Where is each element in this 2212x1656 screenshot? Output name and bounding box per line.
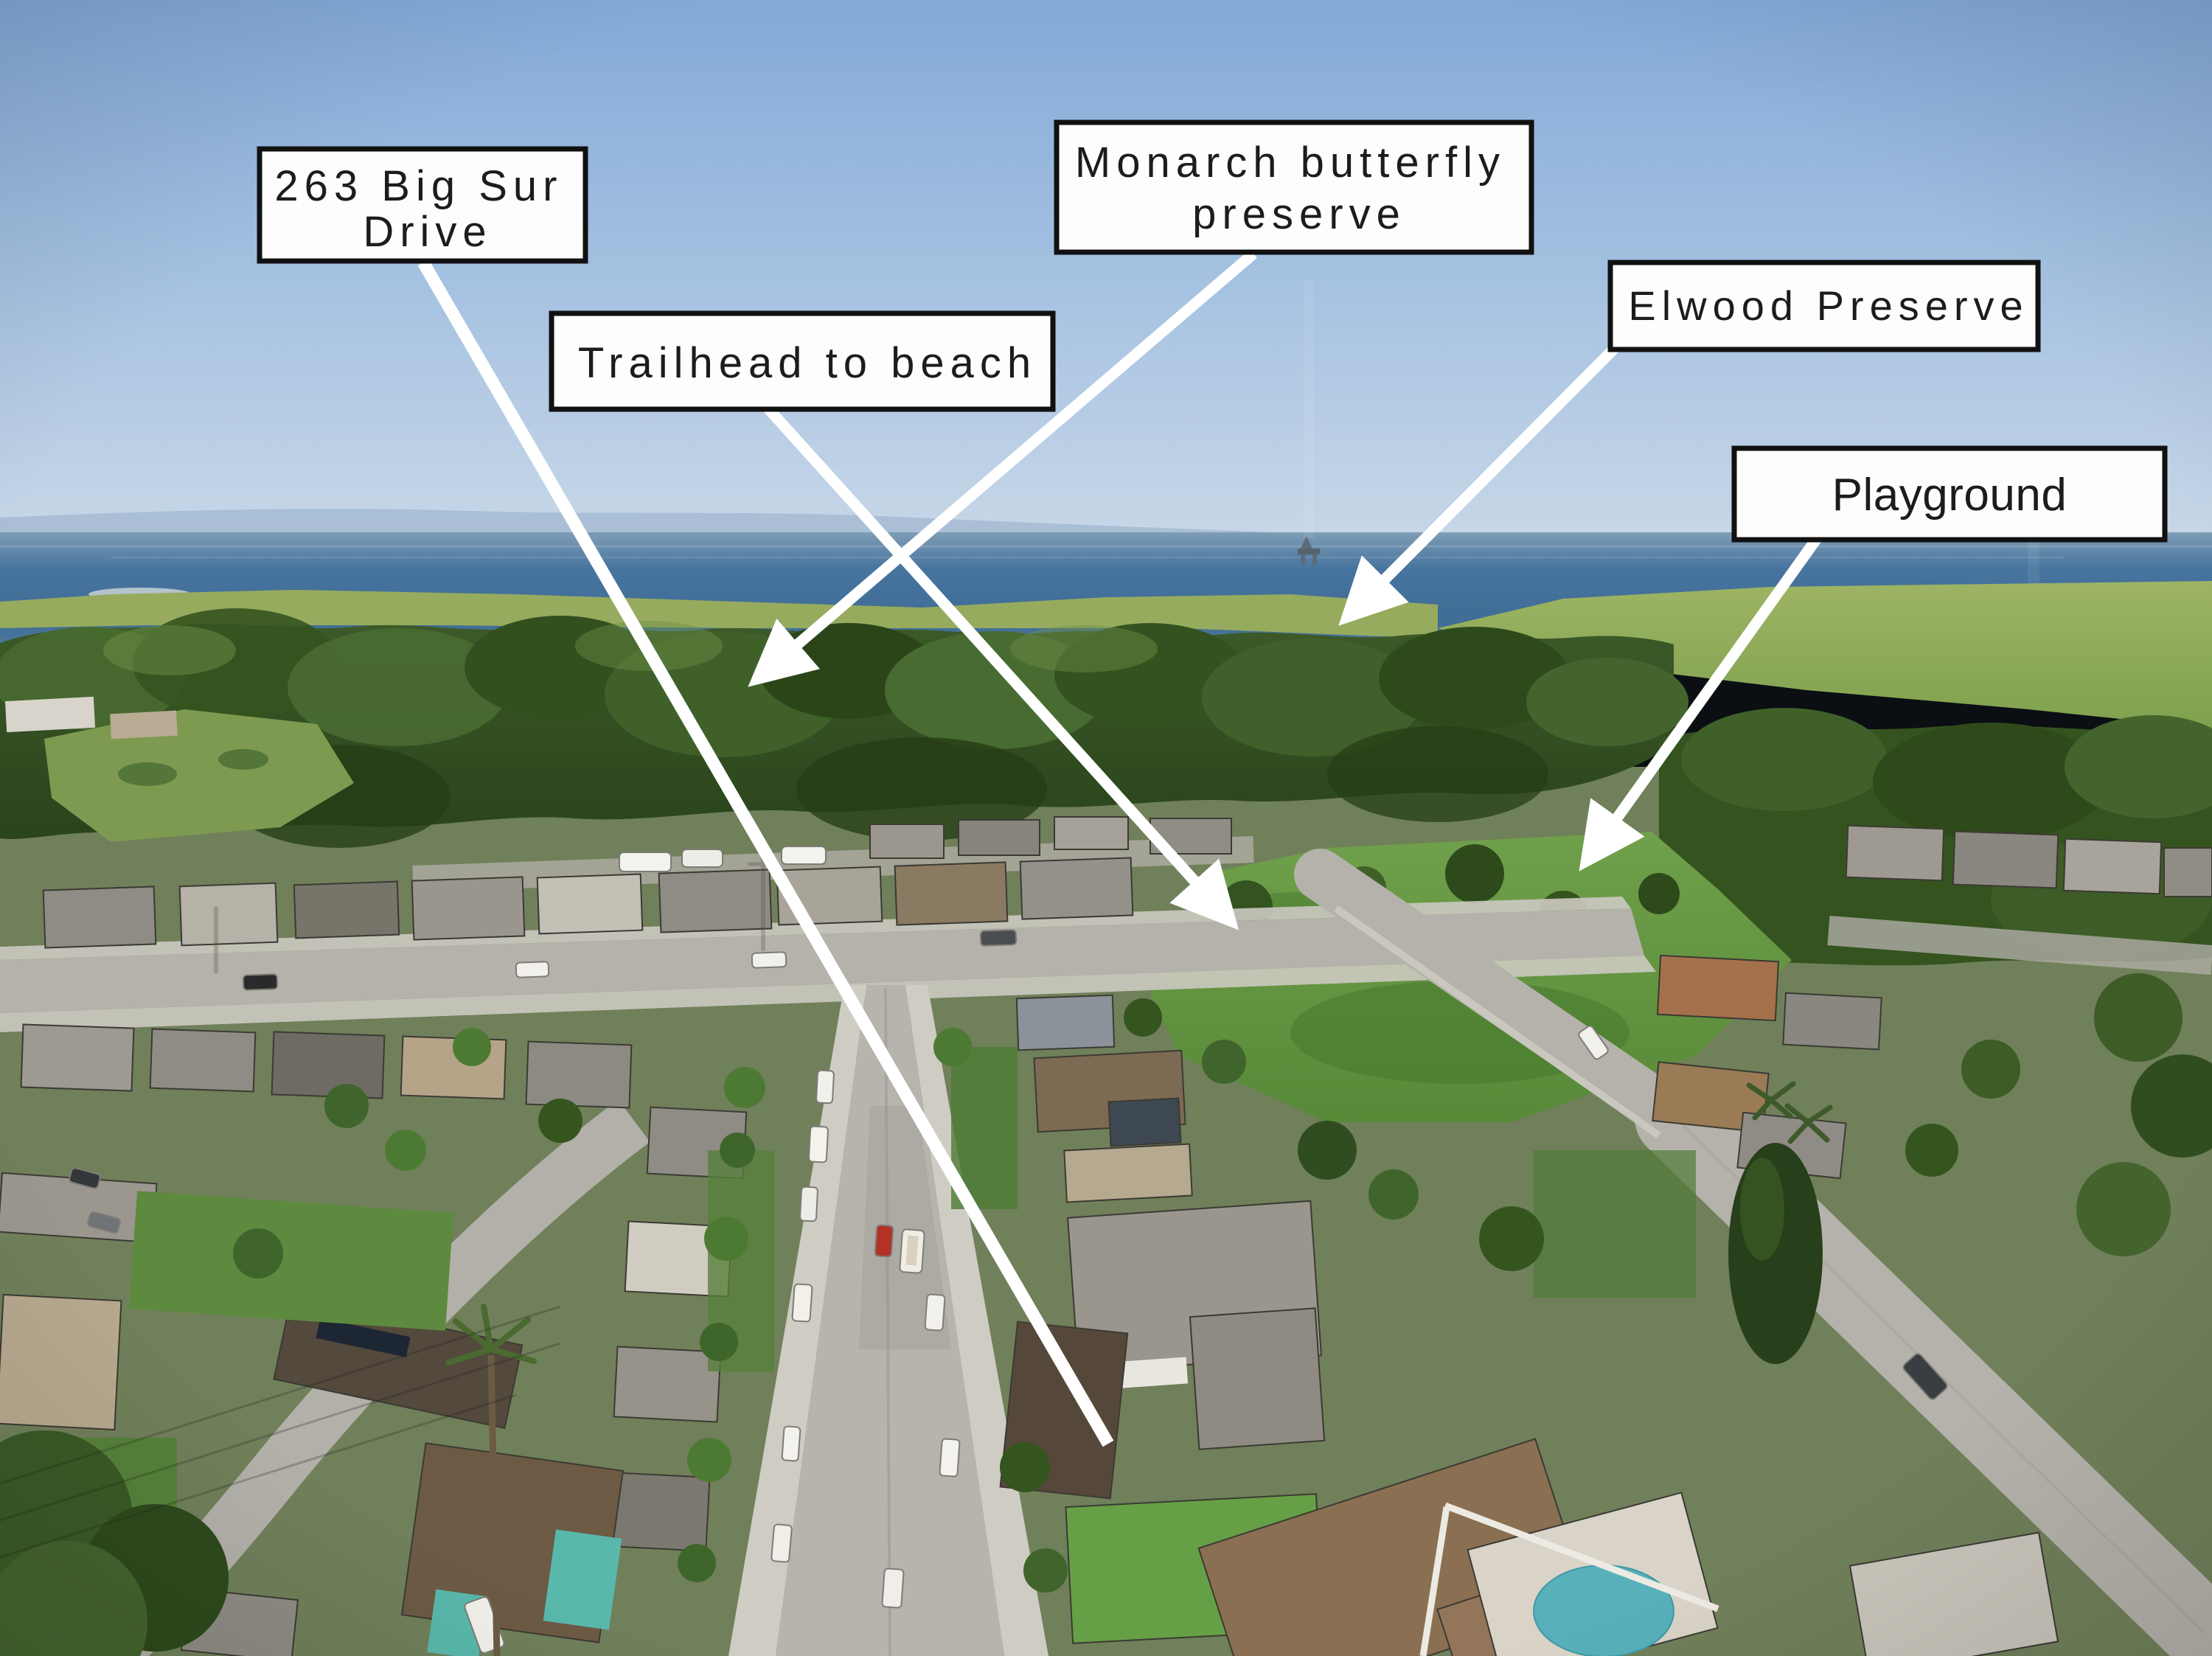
label-box-playground <box>1731 445 2168 543</box>
callout-address: 263 Big Sur Drive <box>257 146 588 264</box>
callout-monarch: Monarch butterfly preserve <box>1054 119 1534 255</box>
label-box-trailhead <box>549 310 1056 412</box>
label-text-monarch: Monarch butterfly preserve <box>1075 139 1523 238</box>
label-text-263-big-sur: 263 Big Sur Drive <box>274 162 580 256</box>
label-box-elwood <box>1607 260 2041 352</box>
label-text-trailhead: Trailhead to beach <box>578 339 1037 387</box>
label-box-263-big-sur <box>257 146 588 264</box>
callout-trailhead: Trailhead to beach <box>549 310 1056 412</box>
callout-elwood: Elwood Preserve <box>1607 260 2041 352</box>
arrow-playground <box>1579 534 1823 872</box>
callout-arrows <box>417 249 1823 1447</box>
pointer-line-263-big-sur <box>417 259 1114 1447</box>
label-text-elwood: Elwood Preserve <box>1628 282 2028 329</box>
label-text-playground: Playground <box>1832 470 2067 521</box>
arrow-monarch-preserve <box>748 249 1257 687</box>
arrow-trailhead <box>762 403 1239 930</box>
label-box-monarch <box>1054 119 1534 255</box>
callout-playground: Playground <box>1731 445 2168 543</box>
arrow-elwood-preserve <box>1338 344 1619 626</box>
